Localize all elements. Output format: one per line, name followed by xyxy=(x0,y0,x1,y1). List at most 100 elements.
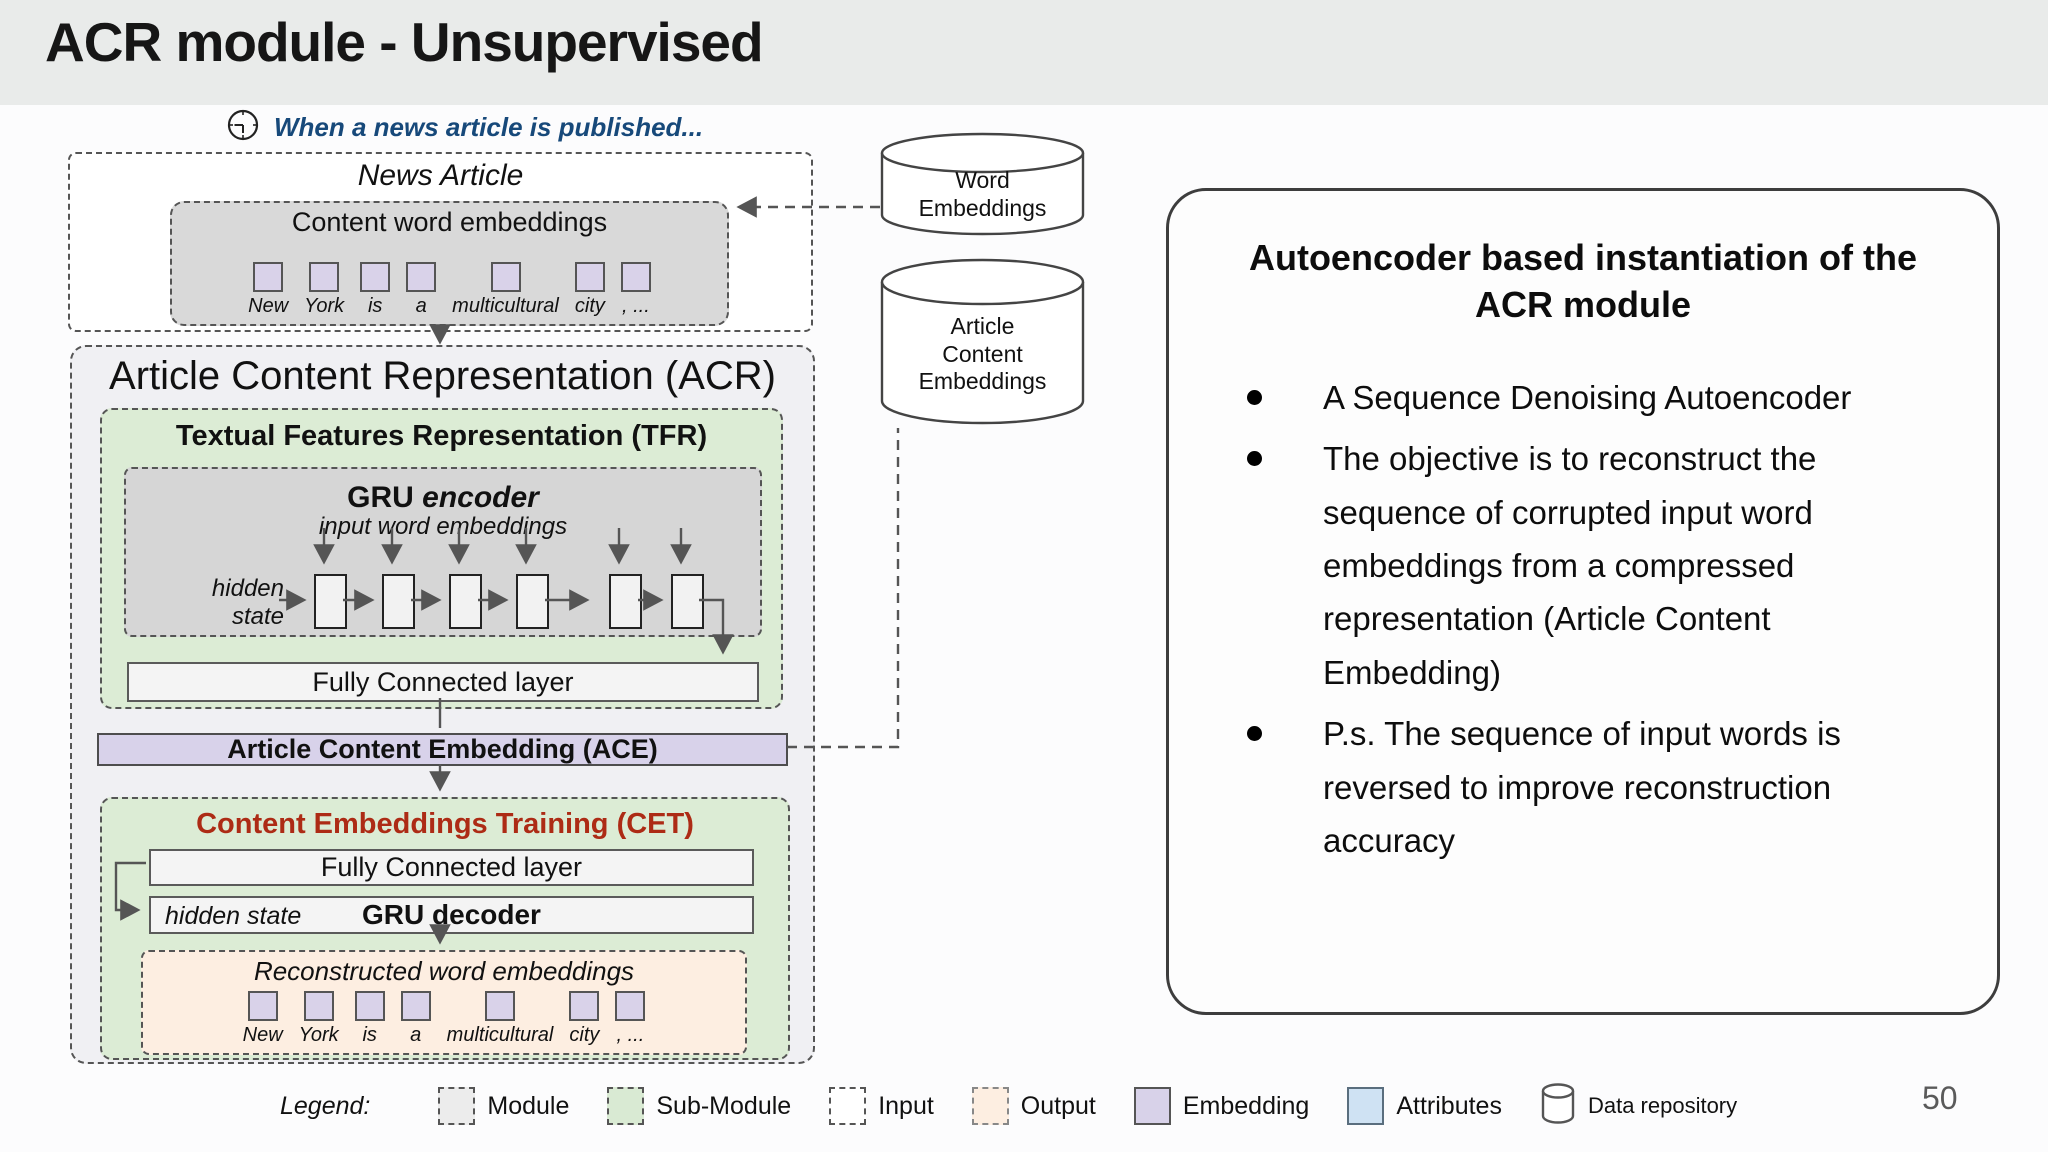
info-panel-title: Autoencoder based instantiation of the A… xyxy=(1248,237,1918,325)
word-embedding-item: a xyxy=(406,262,437,318)
word-label: a xyxy=(415,295,427,317)
acr-module-title: Article Content Representation (ACR) xyxy=(109,354,776,398)
word-label: a xyxy=(410,1024,422,1046)
word-embedding-item: multicultural xyxy=(446,991,554,1047)
word-label: is xyxy=(362,1024,377,1046)
content-word-embeddings-title: Content word embeddings xyxy=(291,207,608,237)
submodule-swatch xyxy=(607,1087,645,1125)
reconstructed-output-box: Reconstructed word embeddings New York i… xyxy=(141,950,747,1055)
word-embedding-item: a xyxy=(400,991,431,1047)
cet-submodule-box: Content Embeddings Training (CET) Fully … xyxy=(100,797,790,1060)
tfr-title: Textual Features Representation (TFR) xyxy=(175,420,708,452)
embedding-square xyxy=(309,262,340,292)
content-word-embeddings-box: Content word embeddings New York is a mu… xyxy=(170,201,729,326)
word-embedding-item: , ... xyxy=(620,262,651,318)
embedding-square xyxy=(574,262,605,292)
annotation-text: When a news article is published... xyxy=(274,112,704,142)
output-swatch xyxy=(971,1087,1009,1125)
embedding-square xyxy=(354,991,385,1021)
database-cylinder-icon xyxy=(880,132,1085,236)
embedding-square xyxy=(490,262,521,292)
word-embedding-item: city xyxy=(574,262,605,318)
word-embedding-item: , ... xyxy=(615,991,646,1047)
word-embedding-item: York xyxy=(299,991,339,1047)
legend-item-module: Module xyxy=(438,1087,569,1125)
legend-item-embedding: Embedding xyxy=(1133,1087,1309,1125)
word-embedding-item: is xyxy=(354,991,385,1047)
word-label: , ... xyxy=(616,1024,645,1046)
article-content-embeddings-repository: Article Content Embeddings xyxy=(880,257,1085,427)
content-word-row: New York is a multicultural city , ... xyxy=(172,262,727,318)
word-embedding-item: is xyxy=(360,262,391,318)
word-embeddings-repository: Word Embeddings xyxy=(880,131,1085,237)
gru-cell xyxy=(609,574,642,629)
news-article-input-box: News Article Content word embeddings New… xyxy=(68,152,813,332)
bullet-item: A Sequence Denoising Autoencoder xyxy=(1233,371,1937,424)
word-embedding-item: York xyxy=(304,262,344,318)
module-swatch xyxy=(438,1087,476,1125)
word-label: multicultural xyxy=(452,295,559,317)
word-label: city xyxy=(574,295,605,317)
embedding-square xyxy=(360,262,391,292)
embedding-square xyxy=(303,991,334,1021)
word-label: is xyxy=(367,295,383,317)
legend: Legend: Module Sub-Module Input Output E… xyxy=(280,1082,1737,1130)
word-embeddings-label: Word Embeddings xyxy=(918,167,1047,221)
legend-item-submodule: Sub-Module xyxy=(607,1087,791,1125)
gru-decoder-box: hidden state GRU decoder xyxy=(149,896,754,934)
clock-icon xyxy=(226,108,260,147)
word-label: York xyxy=(298,1024,339,1046)
legend-item-data-repository: Data repository xyxy=(1540,1082,1737,1131)
embedding-square xyxy=(400,991,431,1021)
bullet-item: The objective is to reconstruct the sequ… xyxy=(1233,432,1937,699)
word-label: city xyxy=(569,1024,600,1046)
bullet-item: P.s. The sequence of input words is reve… xyxy=(1233,707,1937,867)
word-label: New xyxy=(242,1024,283,1046)
embedding-square xyxy=(615,991,646,1021)
word-embedding-item: New xyxy=(248,262,288,318)
page-number: 50 xyxy=(1922,1080,1958,1116)
legend-item-output: Output xyxy=(971,1087,1096,1125)
embedding-square xyxy=(406,262,437,292)
gru-cell xyxy=(516,574,549,629)
slide-title: ACR module - Unsupervised xyxy=(45,11,764,73)
reconstructed-word-row: New York is a multicultural city , ... xyxy=(143,991,745,1047)
word-label: , ... xyxy=(621,295,650,317)
slide-header: ACR module - Unsupervised xyxy=(0,0,2048,105)
publish-annotation: When a news article is published... xyxy=(226,108,703,147)
gru-cell xyxy=(314,574,347,629)
attributes-swatch xyxy=(1347,1087,1385,1125)
article-content-embeddings-label: Article Content Embeddings xyxy=(918,313,1047,395)
word-embedding-item: New xyxy=(243,991,283,1047)
news-article-title: News Article xyxy=(357,159,524,192)
gru-decoder-title: GRU decoder xyxy=(362,899,541,930)
database-cylinder-icon xyxy=(880,258,1085,425)
fully-connected-layer-decoder: Fully Connected layer xyxy=(149,849,754,886)
info-panel: Autoencoder based instantiation of the A… xyxy=(1166,188,2000,1015)
cet-title: Content Embeddings Training (CET) xyxy=(196,808,694,840)
legend-label: Legend: xyxy=(280,1091,371,1120)
acr-module-box: Article Content Representation (ACR) Tex… xyxy=(70,345,815,1064)
embedding-swatch xyxy=(1133,1087,1171,1125)
data-repository-icon xyxy=(1540,1082,1576,1131)
hidden-state-label: hidden state xyxy=(211,575,284,630)
embedding-square xyxy=(569,991,600,1021)
gru-encoder-box: GRU encoder input word embeddings hidden… xyxy=(124,467,762,637)
decoder-hidden-state-label: hidden state xyxy=(165,902,302,930)
tfr-submodule-box: Textual Features Representation (TFR) GR… xyxy=(100,408,783,709)
info-panel-bullets: A Sequence Denoising Autoencoder The obj… xyxy=(1233,371,1937,868)
fully-connected-layer-encoder: Fully Connected layer xyxy=(127,662,759,702)
embedding-square xyxy=(253,262,284,292)
legend-item-input: Input xyxy=(829,1087,934,1125)
word-label: multicultural xyxy=(446,1024,554,1046)
embedding-square xyxy=(485,991,516,1021)
word-embedding-item: city xyxy=(569,991,600,1047)
word-label: York xyxy=(304,295,345,317)
embedding-square xyxy=(620,262,651,292)
input-word-embeddings-label: input word embeddings xyxy=(318,513,568,540)
gru-cell xyxy=(382,574,415,629)
article-content-embedding-bar: Article Content Embedding (ACE) xyxy=(97,733,788,766)
input-swatch xyxy=(829,1087,867,1125)
legend-item-attributes: Attributes xyxy=(1347,1087,1502,1125)
